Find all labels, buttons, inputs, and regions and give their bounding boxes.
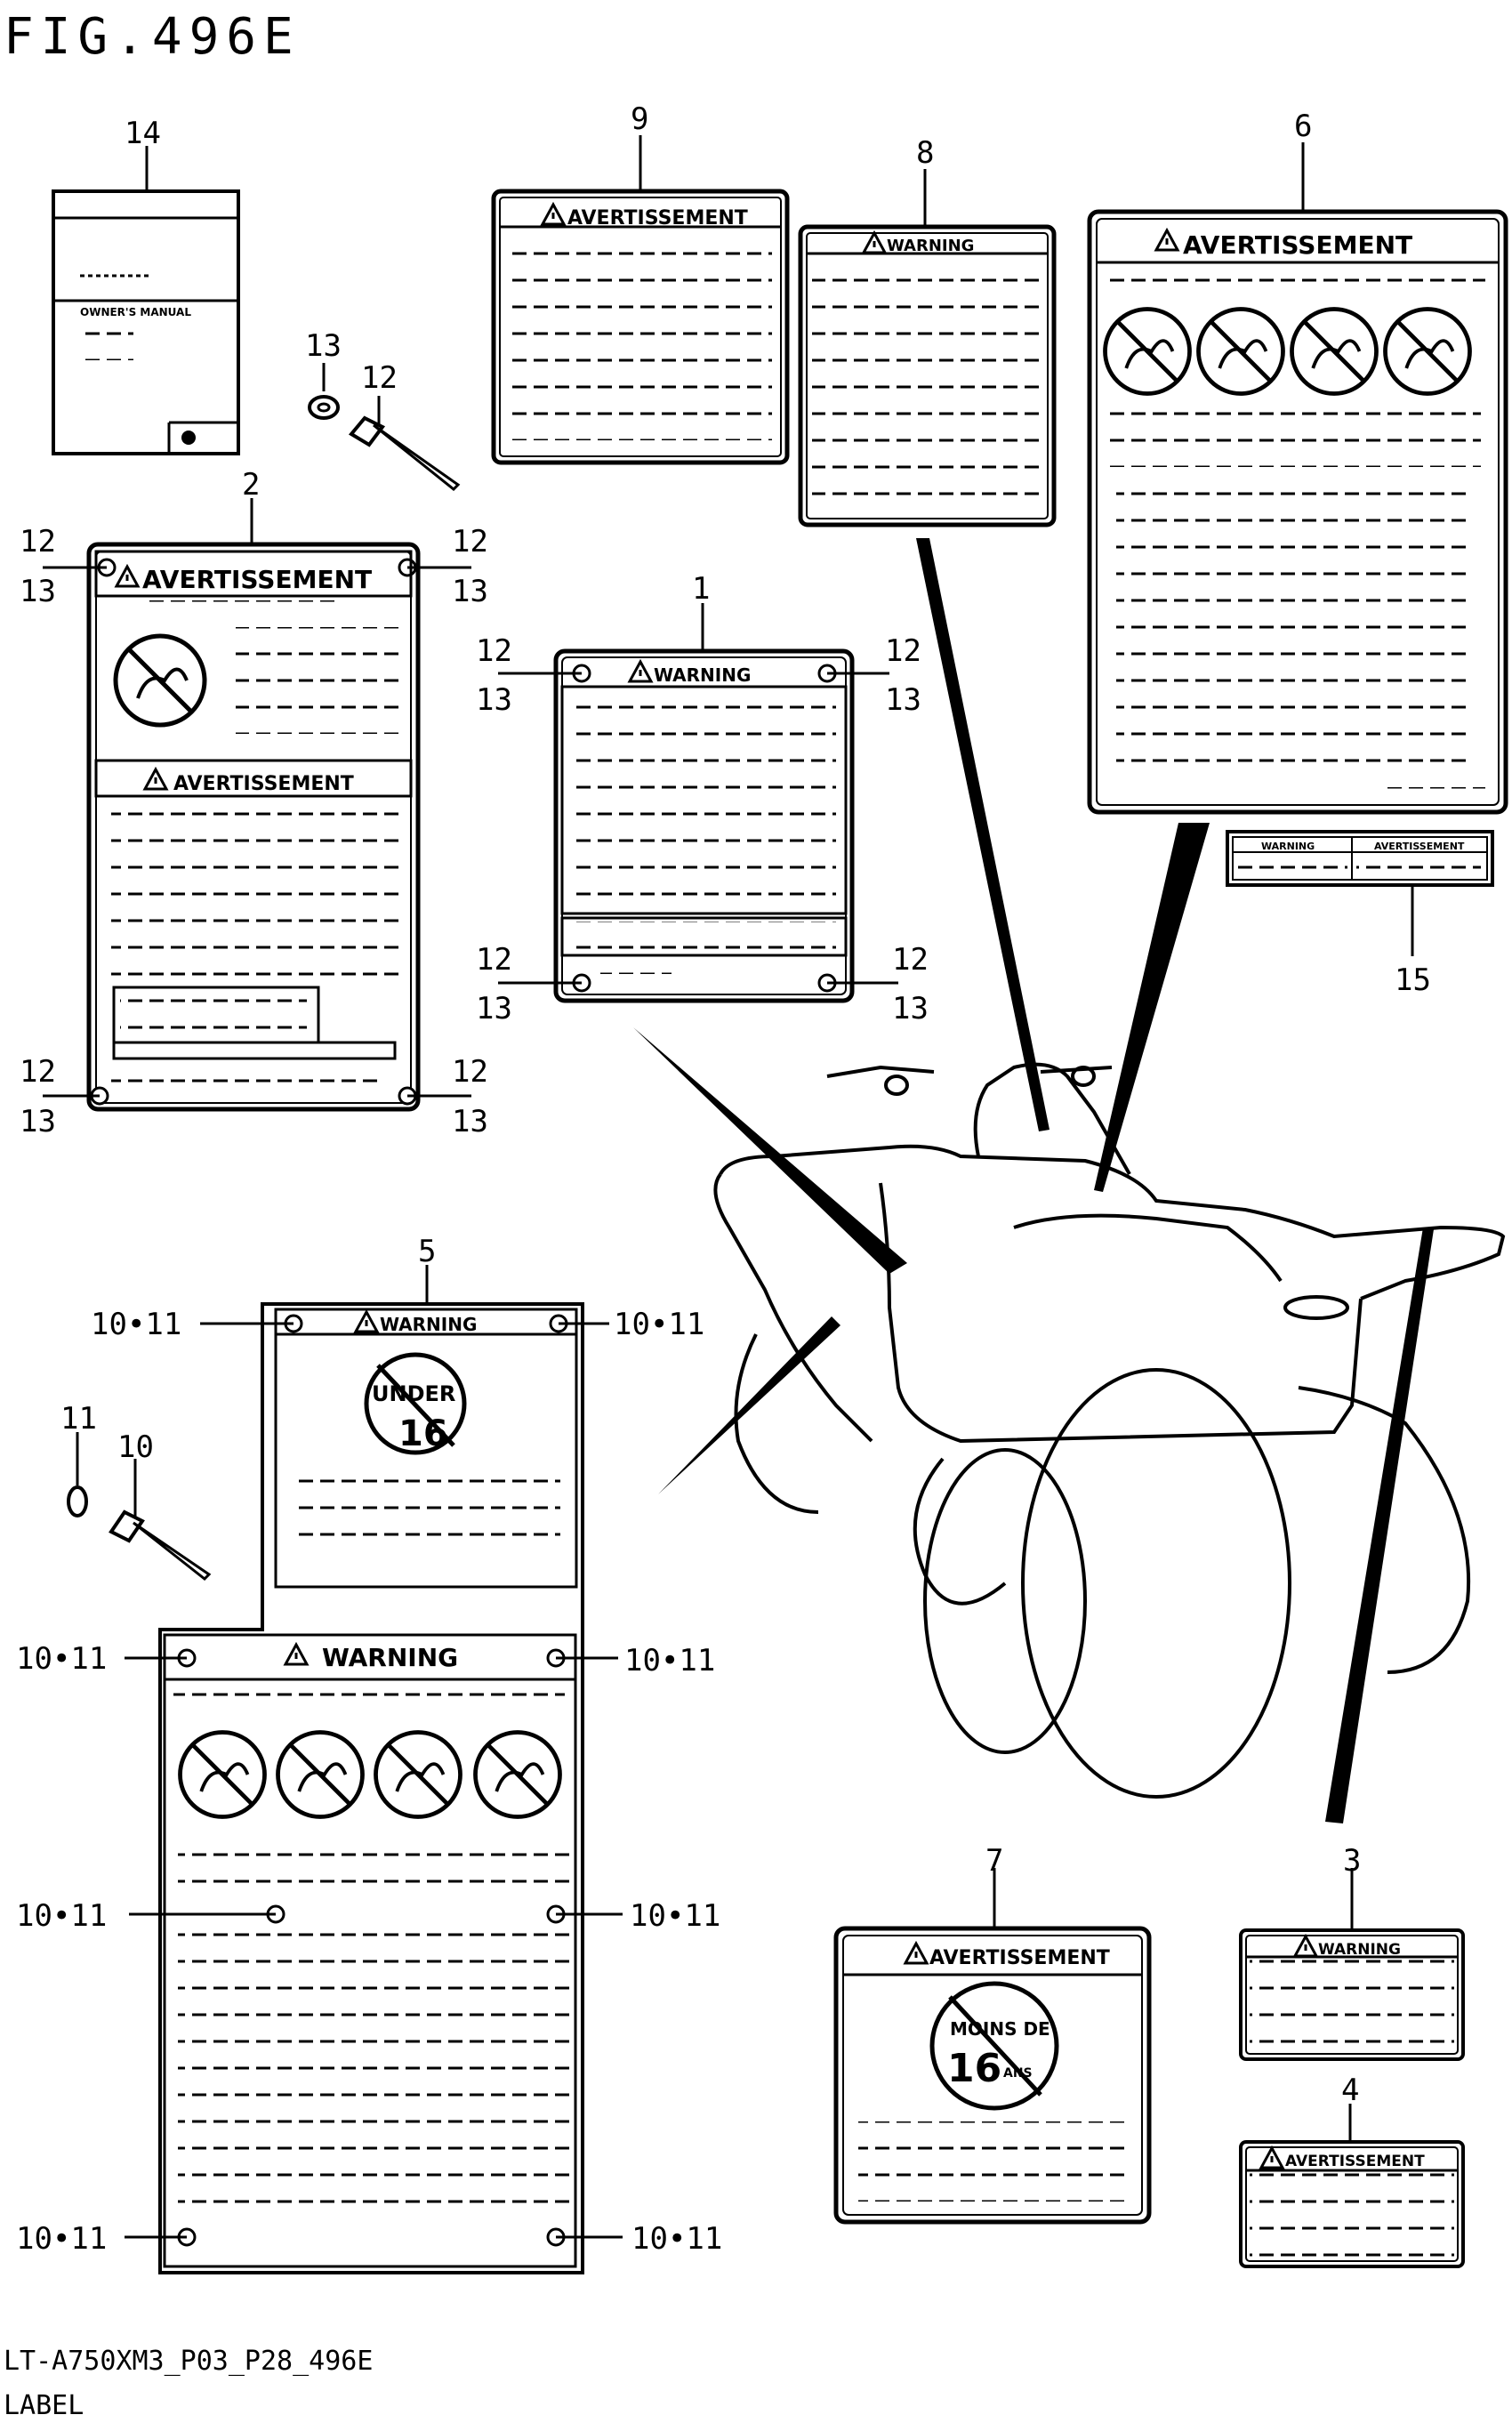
age-16-text: 16 xyxy=(947,2046,1001,2091)
callout-12: 12 xyxy=(892,942,929,978)
avertissement-heading: AVERTISSEMENT xyxy=(567,207,748,229)
avertissement-heading: AVERTISSEMENT xyxy=(142,565,372,594)
callout-10-11: 10•11 xyxy=(624,1643,716,1678)
avertissement-heading: AVERTISSEMENT xyxy=(173,773,354,795)
label-part-15: WARNING AVERTISSEMENT xyxy=(1226,830,1494,956)
atv-outline xyxy=(713,1062,1506,1799)
callout-15: 15 xyxy=(1395,962,1431,998)
callout-2: 2 xyxy=(242,467,261,503)
label-part-4: AVERTISSEMENT xyxy=(1239,2104,1465,2268)
callout-12: 12 xyxy=(885,633,921,669)
callout-13: 13 xyxy=(305,328,342,364)
avertissement-heading: AVERTISSEMENT xyxy=(1374,841,1465,852)
callout-10-11: 10•11 xyxy=(16,1641,108,1677)
callout-6: 6 xyxy=(1294,109,1313,144)
label-part-1: WARNING xyxy=(553,603,855,1003)
figure-title: FIG.496E xyxy=(4,8,301,66)
callout-10-11: 10•11 xyxy=(16,1898,108,1934)
diagram-caption: LABEL xyxy=(4,2390,84,2421)
owners-manual-part-14: OWNER'S MANUAL xyxy=(52,146,240,455)
callout-11: 11 xyxy=(60,1401,97,1437)
callout-14: 14 xyxy=(125,116,161,151)
avertissement-heading: AVERTISSEMENT xyxy=(1285,2153,1425,2170)
warning-heading: WARNING xyxy=(322,1643,458,1672)
callout-10-11: 10•11 xyxy=(630,1898,721,1934)
callout-3: 3 xyxy=(1343,1843,1362,1879)
callout-13: 13 xyxy=(885,682,921,718)
diagram-code: LT-A750XM3_P03_P28_496E xyxy=(4,2346,374,2377)
label-part-9: AVERTISSEMENT xyxy=(491,135,790,465)
callout-10-11: 10•11 xyxy=(16,2221,108,2257)
callout-12: 12 xyxy=(452,1054,488,1090)
moins-de-text: MOINS DE xyxy=(950,2018,1050,2040)
washer-rivet-parts-12-13 xyxy=(308,363,461,492)
callout-13: 13 xyxy=(452,1104,488,1139)
warning-heading: WARNING xyxy=(1261,841,1315,852)
avertissement-heading: AVERTISSEMENT xyxy=(1183,230,1412,260)
callout-7: 7 xyxy=(985,1843,1004,1879)
label-part-6: AVERTISSEMENT xyxy=(1087,142,1508,815)
callout-10-11: 10•11 xyxy=(631,2221,723,2257)
label-part-7: AVERTISSEMENT MOINS DE 16 ANS xyxy=(833,1868,1152,2225)
callout-12: 12 xyxy=(476,633,512,669)
callout-12: 12 xyxy=(476,942,512,978)
callout-leaders xyxy=(43,566,898,2239)
callout-4: 4 xyxy=(1341,2073,1360,2108)
warning-heading: WARNING xyxy=(887,237,974,255)
washer-rivet-parts-10-11 xyxy=(67,1432,212,1582)
callout-1: 1 xyxy=(692,571,711,607)
callout-9: 9 xyxy=(631,101,649,137)
callout-13: 13 xyxy=(452,574,488,609)
callout-10: 10 xyxy=(117,1429,154,1465)
avertissement-heading: AVERTISSEMENT xyxy=(929,1947,1110,1969)
callout-8: 8 xyxy=(916,135,935,171)
leader-wedges xyxy=(633,538,1434,1823)
callout-13: 13 xyxy=(476,991,512,1026)
callout-5: 5 xyxy=(418,1234,437,1269)
callout-12: 12 xyxy=(20,524,56,559)
label-part-8: WARNING xyxy=(798,169,1057,527)
callout-13: 13 xyxy=(20,574,56,609)
owners-manual-text: OWNER'S MANUAL xyxy=(80,306,191,318)
callout-10-11: 10•11 xyxy=(614,1307,705,1342)
warning-heading: WARNING xyxy=(380,1314,477,1335)
warning-heading: WARNING xyxy=(654,664,751,686)
callout-13: 13 xyxy=(892,991,929,1026)
callout-12: 12 xyxy=(452,524,488,559)
callout-13: 13 xyxy=(476,682,512,718)
callout-10-11: 10•11 xyxy=(91,1307,182,1342)
warning-heading: WARNING xyxy=(1318,1941,1401,1959)
label-part-2: AVERTISSEMENT AVERTISSEMENT xyxy=(86,498,421,1112)
callout-13: 13 xyxy=(20,1104,56,1139)
label-part-5: WARNING UNDER 16 WARNING xyxy=(158,1265,584,2274)
label-part-3: WARNING xyxy=(1239,1868,1465,2061)
callout-12: 12 xyxy=(20,1054,56,1090)
callout-12: 12 xyxy=(361,360,398,396)
